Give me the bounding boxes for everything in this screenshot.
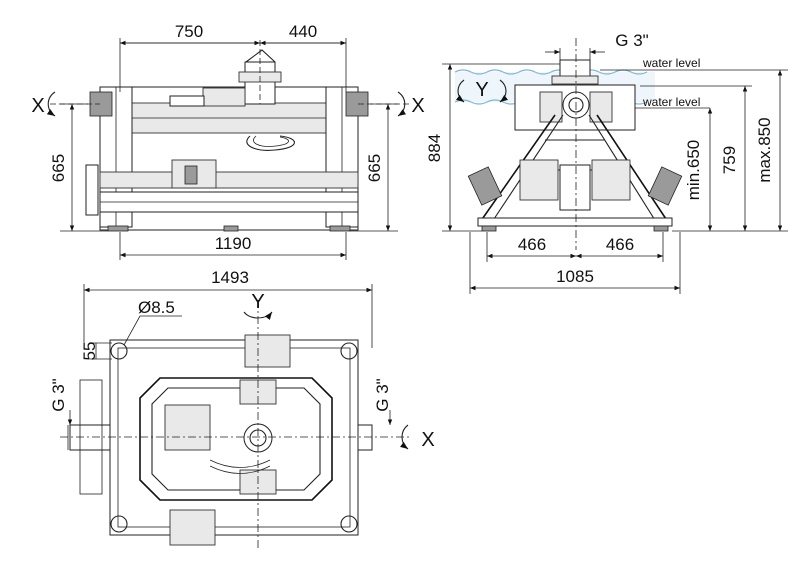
top-dim-overall-width: 1493 — [211, 268, 249, 287]
side-dim-height-759: 759 — [720, 146, 739, 174]
side-view: water level water level — [425, 31, 788, 294]
rotation-arrow-icon — [397, 91, 407, 117]
side-dim-min-height: min.650 — [684, 140, 703, 200]
top-axis-x: X — [421, 429, 434, 451]
water-level-lower-label: water level — [642, 95, 700, 109]
top-outer-frame — [109, 339, 359, 536]
front-dim-left-height: 665 — [49, 154, 68, 182]
top-view: 1493 Ø8.5 55 G 3" G 3" Y X — [49, 268, 435, 548]
water-level-upper-label: water level — [642, 56, 700, 70]
side-dim-height-total: 884 — [425, 134, 444, 162]
rotation-arrow-icon — [499, 79, 509, 103]
rotation-arrow-icon — [399, 424, 409, 450]
side-dim-half-left: 466 — [518, 235, 546, 254]
mounting-hole — [110, 342, 128, 360]
top-axis-y: Y — [251, 291, 264, 313]
rotation-arrow-icon — [455, 79, 465, 103]
top-right-connector — [357, 424, 373, 451]
top-thread-left: G 3" — [49, 378, 68, 411]
front-dim-bottom-width: 1190 — [215, 234, 252, 253]
rotation-arrow-icon — [243, 311, 273, 321]
front-dim-right-width: 440 — [289, 22, 317, 41]
top-motor-upper — [244, 334, 291, 368]
side-axis-y: Y — [475, 79, 488, 101]
top-hole-diameter: Ø8.5 — [138, 298, 175, 317]
mounting-hole — [340, 515, 358, 533]
top-dim-hole-offset: 55 — [80, 342, 99, 361]
rotation-arrow-icon — [46, 91, 56, 117]
top-left-connector — [69, 424, 111, 451]
side-dim-half-right: 466 — [606, 235, 634, 254]
mounting-hole — [110, 515, 128, 533]
top-inner-frame — [139, 377, 333, 501]
mounting-hole — [340, 342, 358, 360]
side-dim-base-width: 1085 — [556, 267, 594, 286]
side-thread-top: G 3" — [615, 31, 648, 50]
front-dim-left-width: 750 — [175, 22, 203, 41]
side-center-box — [559, 164, 591, 211]
front-axis-x-right: X — [411, 95, 424, 117]
front-view: 750 440 1190 665 665 X X — [31, 22, 425, 260]
front-axis-x-left: X — [31, 95, 44, 117]
top-thread-right: G 3" — [373, 378, 392, 411]
top-motor-lower — [169, 509, 216, 546]
front-left-bearing — [89, 91, 113, 117]
side-dim-max-height: max.850 — [755, 117, 774, 182]
front-dim-right-height: 665 — [365, 154, 384, 182]
front-right-bearing — [345, 91, 369, 117]
